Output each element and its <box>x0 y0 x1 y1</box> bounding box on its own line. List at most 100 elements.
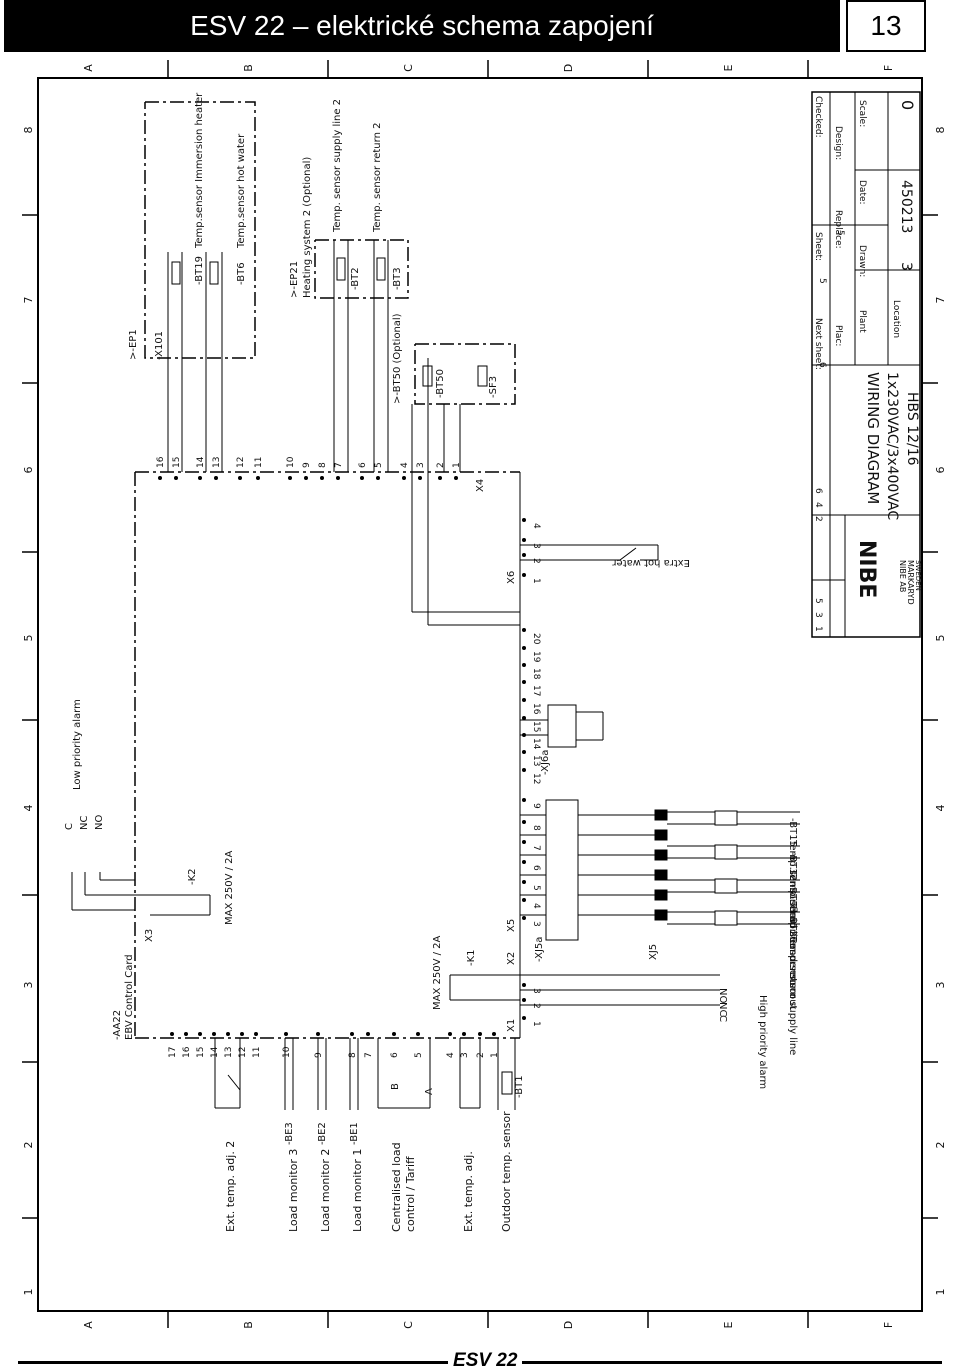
terminal-dot <box>522 983 526 987</box>
terminal-dot <box>492 1032 496 1036</box>
terminal-dot <box>522 553 526 557</box>
terminal-number: 13 <box>224 1047 234 1058</box>
terminal-dot <box>522 680 526 684</box>
label-bt3: -BT3 <box>392 267 403 290</box>
label-bt19: -BT19 <box>194 256 205 285</box>
terminal-number: 5 <box>531 885 541 891</box>
diagram-text: WIRING DIAGRAM <box>864 372 882 504</box>
terminal-number: 14 <box>531 738 541 750</box>
diagram-text: 5 <box>835 230 845 236</box>
grid-col-label-bottom: B <box>242 1321 255 1329</box>
diagram-text: 6 <box>813 488 823 494</box>
terminal-number: 15 <box>172 457 182 468</box>
terminal-dot <box>448 1032 452 1036</box>
footer-rule-right <box>522 1361 942 1364</box>
terminal-number: 6 <box>531 865 541 871</box>
label-nc: NC <box>79 816 90 830</box>
terminal-number: 5 <box>374 462 384 468</box>
label-lm3: Load monitor 3 <box>287 1149 300 1232</box>
terminal-dot <box>360 476 364 480</box>
label-max1: MAX 250V / 2A <box>224 850 235 925</box>
grid-col-label-bottom: E <box>722 1321 735 1328</box>
diagram-text: 6 <box>817 362 827 368</box>
terminal-number: 15 <box>531 721 541 732</box>
grid-ticks <box>22 60 938 1328</box>
terminal-dot <box>284 1032 288 1036</box>
label-hs2: Heating system 2 (Optional) <box>302 157 313 298</box>
terminal-number: 3 <box>531 988 541 994</box>
terminal-dot <box>454 476 458 480</box>
label-no2: NO <box>717 988 728 1003</box>
terminal-dot <box>522 716 526 720</box>
label-sf3: -SF3 <box>488 376 499 398</box>
terminal-dot <box>198 476 202 480</box>
terminal-number: 3 <box>416 462 426 468</box>
grid-row-label-right: 3 <box>934 982 947 989</box>
terminal-dot <box>522 750 526 754</box>
grid-row-label-right: 8 <box>934 127 947 134</box>
label-be3: -BE3 <box>284 1122 295 1145</box>
grid-row-label-left: 4 <box>22 805 35 812</box>
grid-row-label-right: 6 <box>934 467 947 474</box>
terminal-dot <box>240 1032 244 1036</box>
diagram-text: Sheet: <box>813 232 823 261</box>
label-t-sup: Temp.sensor supply line <box>787 934 798 1055</box>
terminal-dot <box>256 476 260 480</box>
terminal-dot <box>212 1032 216 1036</box>
terminal-dot <box>522 798 526 802</box>
terminal-number: 6 <box>358 462 368 468</box>
terminal-dot <box>254 1032 258 1036</box>
diagram-text: Next sheet: <box>813 318 823 370</box>
terminal-number: 2 <box>531 558 541 564</box>
terminal-number: 4 <box>446 1052 456 1058</box>
label-k2: -K2 <box>187 868 198 885</box>
label-aa22-desc: EBV Control Card <box>124 954 135 1040</box>
label-t-hot: Temp.sensor hot water <box>236 133 247 249</box>
diagram-text: Design: <box>833 126 843 160</box>
label-bt50-opt: >-BT50 (Optional) <box>392 313 403 404</box>
terminal-number: 14 <box>196 456 206 468</box>
k2-relay <box>71 872 211 916</box>
grid-col-label-bottom: F <box>882 1322 895 1328</box>
terminal-dot <box>522 646 526 650</box>
terminal-number: 3 <box>460 1052 470 1058</box>
terminal-dot <box>522 880 526 884</box>
terminal-number: 8 <box>318 462 328 468</box>
k1-relay <box>449 974 720 1006</box>
label-t-ret2: Temp. sensor return 2 <box>372 123 383 233</box>
terminal-number: 12 <box>236 457 246 468</box>
terminal-dot <box>478 1032 482 1036</box>
grid-col-label-top: B <box>242 64 255 72</box>
label-t-fluid: Temp.sensor fluid line <box>787 839 798 949</box>
terminal-dot <box>366 1032 370 1036</box>
grid-col-label-bottom: A <box>82 1321 95 1329</box>
terminal-number: 15 <box>196 1047 206 1058</box>
label-ep1: >-EP1 <box>128 329 139 360</box>
label-low-alarm: Low priority alarm <box>72 699 83 790</box>
label-extra-hot: Extra hot water <box>611 557 690 568</box>
label-ep21: >-EP21 <box>289 261 300 298</box>
label-xj5a: -XJ5a <box>534 937 545 962</box>
terminal-dot <box>174 476 178 480</box>
terminal-number: 19 <box>531 651 541 663</box>
label-a: A <box>424 1088 435 1095</box>
terminal-number: 10 <box>282 1046 292 1058</box>
terminal-number: 4 <box>400 462 410 468</box>
drawing-frame <box>37 77 923 1312</box>
terminal-dot <box>304 476 308 480</box>
diagram-text: 2 <box>813 516 823 522</box>
grid-row-label-left: 5 <box>22 635 35 642</box>
ep1-box <box>144 101 256 359</box>
terminal-number: 1 <box>531 578 541 584</box>
xj5a-block <box>545 799 579 941</box>
diagram-text: HBS 12/16 <box>904 392 920 466</box>
label-bt50: -BT50 <box>435 369 446 398</box>
label-b: B <box>390 1083 401 1090</box>
terminal-number: 2 <box>436 462 446 468</box>
label-cl1: Centralised load <box>390 1142 403 1232</box>
terminal-dot <box>214 476 218 480</box>
terminal-number: 17 <box>531 685 541 696</box>
label-high-alarm: High priority alarm <box>757 995 768 1089</box>
terminal-dot <box>522 538 526 542</box>
ep21-box <box>314 239 409 299</box>
